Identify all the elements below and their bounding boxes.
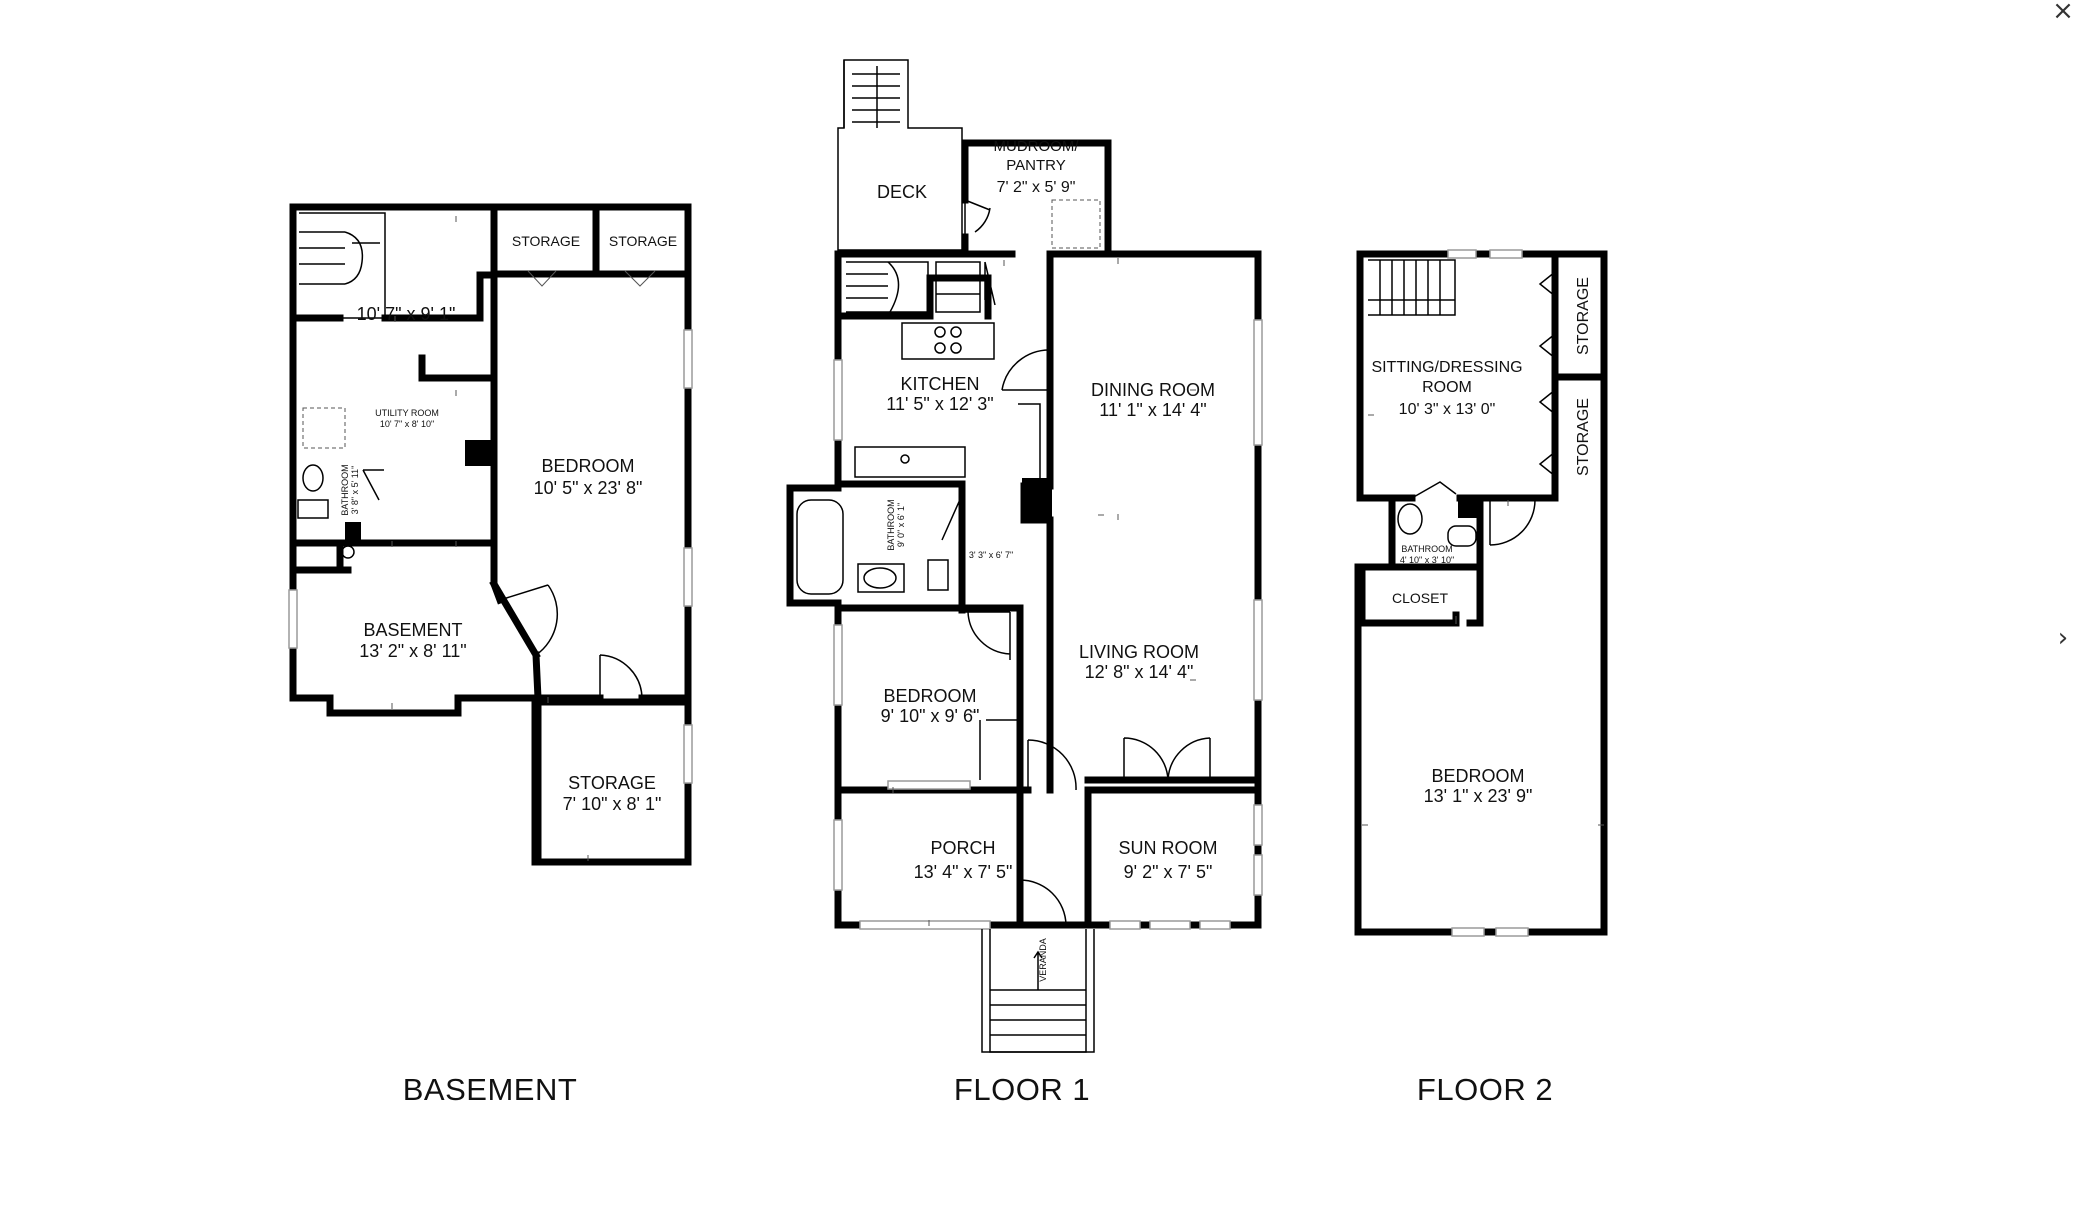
- basement-room-label: BASEMENT: [363, 620, 462, 640]
- basement-bathroom-label: BATHROOM: [340, 464, 350, 515]
- basement-storage-a-label: STORAGE: [512, 233, 580, 249]
- floor1-veranda-label: VERANDA: [1038, 938, 1048, 982]
- floor1-kitchen-dims: 11' 5" x 12' 3": [886, 394, 993, 414]
- basement-stair-hall-dims: 10' 7" x 9' 1": [357, 304, 456, 324]
- floor2-bedroom-label: BEDROOM: [1431, 766, 1524, 786]
- floor1-bedroom-label: BEDROOM: [883, 686, 976, 706]
- next-button[interactable]: ›: [2048, 623, 2078, 653]
- basement-title: BASEMENT: [403, 1072, 578, 1107]
- close-button[interactable]: ×: [2048, 0, 2078, 26]
- basement-storage-c-label: STORAGE: [568, 773, 656, 793]
- floor2-sitting-label-1: SITTING/DRESSING: [1371, 359, 1522, 376]
- floor2-plan: SITTING/DRESSING ROOM 10' 3" x 13' 0" ST…: [1354, 249, 1608, 1107]
- floor1-kitchen-label: KITCHEN: [900, 374, 979, 394]
- basement-bedroom-dims: 10' 5" x 23' 8": [534, 478, 643, 498]
- floor1-porch-label: PORCH: [930, 838, 995, 858]
- basement-room-dims: 13' 2" x 8' 11": [359, 641, 466, 661]
- floor1-living-dims: 12' 8" x 14' 4": [1085, 662, 1194, 682]
- basement-bathroom-dims: 3' 8" x 5' 11": [350, 466, 360, 515]
- floor1-plan: DECK MUDROOM/ PANTRY 7' 2" x 5' 9" KITCH…: [786, 59, 1263, 1107]
- floor2-sitting-dims: 10' 3" x 13' 0": [1399, 401, 1496, 418]
- floor2-closet-label: CLOSET: [1392, 590, 1448, 606]
- floor1-bedroom-dims: 9' 10" x 9' 6": [881, 706, 980, 726]
- basement-storage-b-label: STORAGE: [609, 233, 677, 249]
- chevron-right-icon: ›: [2057, 623, 2069, 653]
- floor1-bathroom-label: BATHROOM: [886, 499, 896, 550]
- floor1-deck-label: DECK: [877, 182, 927, 202]
- close-icon: ×: [2052, 0, 2074, 26]
- floor1-dining-dims: 11' 1" x 14' 4": [1099, 400, 1206, 420]
- basement-utility-dims: 10' 7" x 8' 10": [380, 419, 434, 429]
- floor1-bathroom-dims: 9' 0" x 6' 1": [896, 503, 906, 547]
- floor1-porch-dims: 13' 4" x 7' 5": [914, 862, 1013, 882]
- floor1-sunroom-dims: 9' 2" x 7' 5": [1124, 862, 1213, 882]
- floor1-sunroom-label: SUN ROOM: [1119, 838, 1218, 858]
- floor2-bathroom-label: BATHROOM: [1401, 544, 1452, 554]
- floor1-title: FLOOR 1: [954, 1072, 1090, 1107]
- floor2-storage-b-label: STORAGE: [1575, 398, 1592, 476]
- floor1-living-label: LIVING ROOM: [1079, 642, 1199, 662]
- floor1-mudroom-dims: 7' 2" x 5' 9": [997, 179, 1076, 196]
- floor1-dining-label: DINING ROOM: [1091, 380, 1215, 400]
- floor2-bathroom-dims: 4' 10" x 3' 10": [1400, 555, 1454, 565]
- floor2-sitting-label-2: ROOM: [1422, 379, 1472, 396]
- basement-bedroom-label: BEDROOM: [541, 456, 634, 476]
- floor1-mudroom-label-2: PANTRY: [1006, 157, 1065, 174]
- basement-storage-c-dims: 7' 10" x 8' 1": [563, 794, 662, 814]
- floor2-bedroom-dims: 13' 1" x 23' 9": [1424, 786, 1533, 806]
- floor2-storage-a-label: STORAGE: [1575, 277, 1592, 355]
- floor1-mudroom-label-1: MUDROOM/: [994, 138, 1080, 155]
- floor2-title: FLOOR 2: [1417, 1072, 1553, 1107]
- basement-utility-label: UTILITY ROOM: [375, 408, 439, 418]
- floor1-closet-dims: 3' 3" x 6' 7": [969, 550, 1013, 560]
- basement-plan: 10' 7" x 9' 1" STORAGE STORAGE UTILITY R…: [288, 203, 693, 1107]
